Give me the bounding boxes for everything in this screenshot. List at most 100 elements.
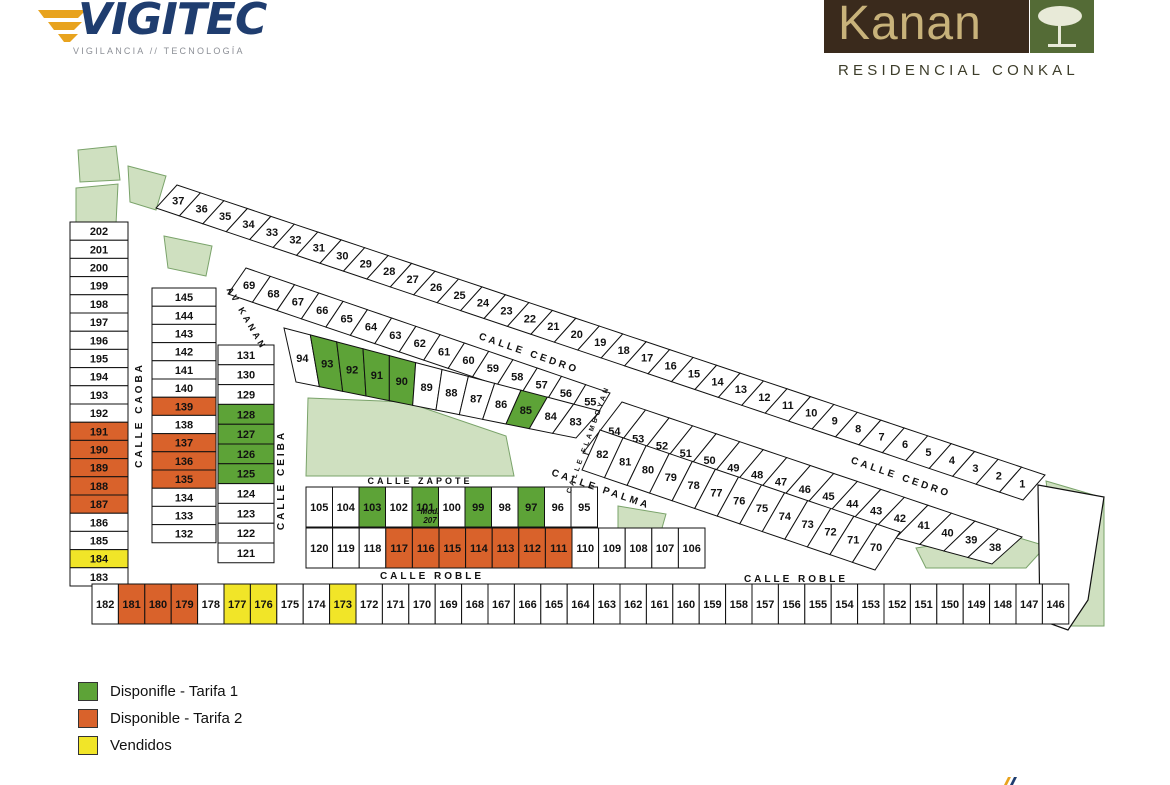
lot-number: 155 [809, 599, 827, 611]
legend-label: Disponible - Tarifa 2 [110, 710, 243, 727]
lot-number: 121 [237, 548, 255, 560]
kanan-logo: Kanan RESIDENCIAL CONKAL [822, 0, 1122, 84]
lot-number: 80 [642, 464, 654, 476]
street-calle-caoba: CALLE CAOBA [134, 362, 145, 468]
lot-number: 110 [576, 543, 594, 555]
lot-number: 162 [624, 599, 642, 611]
lot-number: 9 [832, 416, 838, 428]
lot-number: 107 [656, 543, 674, 555]
lot-number: 178 [202, 599, 220, 611]
lot-number: 46 [799, 484, 811, 496]
lot-number: 43 [870, 506, 882, 518]
lot-number: 14 [711, 376, 724, 388]
lot-number: 136 [175, 456, 193, 468]
legend-swatch-tarifa2 [78, 709, 98, 728]
lot-number: 137 [175, 438, 193, 450]
lot-95[interactable] [570, 486, 598, 528]
lot-number: 128 [237, 409, 255, 421]
lot-number: 173 [334, 599, 352, 611]
lot-number: 123 [237, 508, 255, 520]
lot-number: 86 [495, 399, 507, 411]
lot-70[interactable] [851, 523, 901, 571]
lot-number: 167 [492, 599, 510, 611]
lot-number: 149 [967, 599, 985, 611]
lot-number: 5 [925, 447, 931, 459]
lot-146[interactable] [1041, 583, 1070, 625]
lot-number: 23 [500, 306, 512, 318]
lot-number: 28 [383, 266, 395, 278]
lot-number: 115 [443, 543, 461, 555]
lot-number: 59 [487, 363, 499, 375]
lot-number: 197 [90, 317, 108, 329]
lot-number: 45 [822, 491, 834, 503]
lot-number: 142 [175, 347, 193, 359]
lot-number: 63 [389, 330, 401, 342]
lot-number: 127 [237, 429, 255, 441]
lot-106[interactable] [677, 527, 706, 569]
lot-number: 154 [835, 599, 854, 611]
lot-number: 101 [416, 502, 434, 514]
lot-number: 19 [594, 337, 606, 349]
lot-number: 74 [779, 511, 792, 523]
lot-number: 193 [90, 390, 108, 402]
lot-number: 129 [237, 389, 255, 401]
lot-number: 77 [710, 488, 722, 500]
lot-number: 29 [360, 258, 372, 270]
lot-number: 6 [902, 439, 908, 451]
legend-label: Vendidos [110, 737, 172, 754]
lot-number: 10 [805, 408, 817, 420]
lot-number: 30 [336, 250, 348, 262]
lot-83[interactable] [551, 403, 601, 439]
lot-map-svg: 3736353433323130292827262524232221201918… [69, 145, 1105, 631]
lot-number: 190 [90, 444, 108, 456]
lot-number: 159 [703, 599, 721, 611]
lot-number: 50 [703, 455, 715, 467]
legend-label: Disponifle - Tarifa 1 [110, 683, 239, 700]
lot-132[interactable] [151, 524, 217, 544]
lot-number: 13 [735, 384, 747, 396]
corner-mark-icon [1004, 777, 1017, 785]
lot-number: 88 [445, 388, 457, 400]
lot-number: 139 [175, 401, 193, 413]
lot-number: 117 [390, 543, 408, 555]
lot-38[interactable] [966, 528, 1023, 565]
lot-number: 47 [775, 477, 787, 489]
lot-number: 103 [363, 502, 381, 514]
lot-number: 42 [894, 513, 906, 525]
lot-number: 120 [310, 543, 328, 555]
lot-number: 78 [688, 480, 700, 492]
lot-number: 171 [386, 599, 404, 611]
lot-number: 191 [90, 426, 108, 438]
lot-number: 186 [90, 517, 108, 529]
street-calle-roble: CALLE ROBLE [744, 574, 848, 585]
lot-number: 60 [462, 355, 474, 367]
lot-number: 75 [756, 503, 768, 515]
lot-number: 41 [918, 520, 930, 532]
lot-number: 168 [466, 599, 484, 611]
lot-121[interactable] [217, 542, 275, 564]
lot-number: 150 [941, 599, 959, 611]
lot-1[interactable] [998, 466, 1046, 501]
lot-number: 62 [414, 338, 426, 350]
lot-number: 64 [365, 322, 378, 334]
lot-number: 55 [584, 396, 596, 408]
lot-number: 161 [650, 599, 668, 611]
lot-number: 104 [337, 502, 356, 514]
lot-number: 39 [965, 535, 977, 547]
lot-number: 3 [972, 463, 978, 475]
lot-number: 148 [994, 599, 1012, 611]
lot-number: 185 [90, 535, 108, 547]
lot-number: 187 [90, 499, 108, 511]
lot-number: 138 [175, 419, 193, 431]
park-area-left [75, 183, 119, 229]
lot-number: 87 [470, 393, 482, 405]
lot-number: 201 [90, 244, 108, 256]
lot-number: 196 [90, 335, 108, 347]
lot-number: 95 [578, 502, 590, 514]
lot-number: 70 [870, 542, 882, 554]
lot-number: 100 [443, 502, 461, 514]
lot-number: 98 [499, 502, 511, 514]
vigitec-brand: VIGITEC [78, 0, 267, 45]
lot-number: 35 [219, 211, 231, 223]
